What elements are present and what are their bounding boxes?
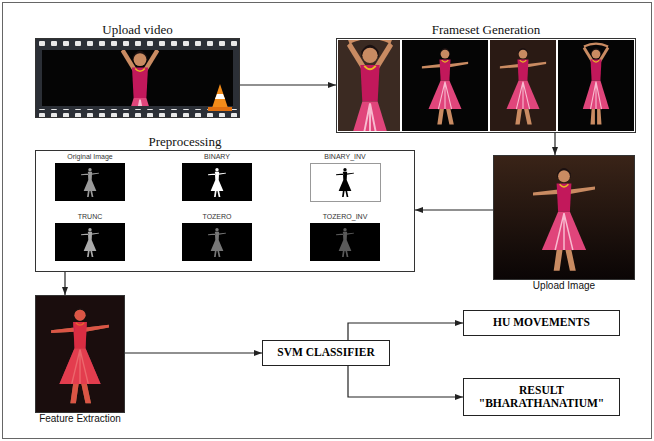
silhouette <box>81 168 99 197</box>
flow-arrow <box>415 209 493 210</box>
node-heading: Feature Extraction <box>39 413 121 425</box>
page-border <box>3 3 652 439</box>
frame-image <box>402 40 488 131</box>
process-box: SVM CLASSIFIER <box>262 340 390 366</box>
thumbnail <box>311 164 381 202</box>
sprocket-row <box>35 39 240 47</box>
thumbnail-caption: TOZERO <box>202 213 231 221</box>
box-text: RESULT "BHARATHANATIUM" <box>470 384 613 410</box>
feature-overlay <box>51 310 109 404</box>
node-heading: Upload video <box>102 22 172 37</box>
thumbnail-caption: TRUNC <box>78 213 103 221</box>
result-box: RESULT "BHARATHANATIUM" <box>463 378 620 416</box>
frameset-panel: Frameset Generation <box>336 38 636 133</box>
dancer-figure <box>121 50 159 106</box>
silhouette <box>208 168 226 197</box>
cone-body <box>212 84 228 108</box>
preprocessing-panel: Preprocessing <box>35 150 415 272</box>
frame-image <box>558 40 634 131</box>
dancer-figure <box>51 308 109 404</box>
stage-background <box>35 295 125 413</box>
dancer-figure <box>583 44 609 125</box>
flow-arrow <box>348 323 463 340</box>
cone-base <box>208 107 232 111</box>
node-heading: Frameset Generation <box>432 22 541 37</box>
dancer-figure <box>347 40 393 131</box>
image-frame: Upload Image <box>493 155 635 280</box>
box-text: HU MOVEMENTS <box>493 316 590 329</box>
thumbnail <box>55 163 125 201</box>
dancer-figure <box>533 168 595 271</box>
silhouette <box>336 228 354 257</box>
output-box: HU MOVEMENTS <box>463 310 620 336</box>
dancer-figure <box>500 48 546 124</box>
frame-image <box>490 40 556 131</box>
flow-arrow <box>64 272 65 295</box>
feature-frame: Feature Extraction <box>35 295 125 413</box>
thumbnail-caption: BINARY <box>204 153 230 161</box>
video-frame: Upload video <box>35 38 240 118</box>
player-cone <box>208 84 232 111</box>
flow-arrow <box>240 84 336 85</box>
thumbnail <box>182 223 252 261</box>
thumbnail-caption: Original Image <box>67 153 113 161</box>
thumbnail <box>182 163 252 201</box>
thumbnail <box>55 223 125 261</box>
thumbnail-caption: TOZERO_INV <box>323 213 368 221</box>
cone-stripe <box>215 94 225 99</box>
flow-arrow <box>348 366 463 397</box>
node-heading: Upload Image <box>533 280 595 292</box>
node-heading: Preprocessing <box>149 134 222 149</box>
dancer-figure <box>422 48 468 124</box>
thumbnail <box>310 223 380 261</box>
uploaded-image <box>493 155 635 280</box>
box-text: SVM CLASSIFIER <box>277 346 374 359</box>
stage-background <box>493 155 635 280</box>
feature-image <box>35 295 125 413</box>
silhouette <box>81 228 99 257</box>
silhouette <box>336 168 354 197</box>
video-thumbnail <box>35 38 240 162</box>
threshold-thumbnails <box>55 163 381 261</box>
thumbnail-caption: BINARY_INV <box>324 153 366 161</box>
flow-arrow <box>554 133 555 155</box>
silhouette <box>208 228 226 257</box>
flow-arrow <box>125 352 262 353</box>
